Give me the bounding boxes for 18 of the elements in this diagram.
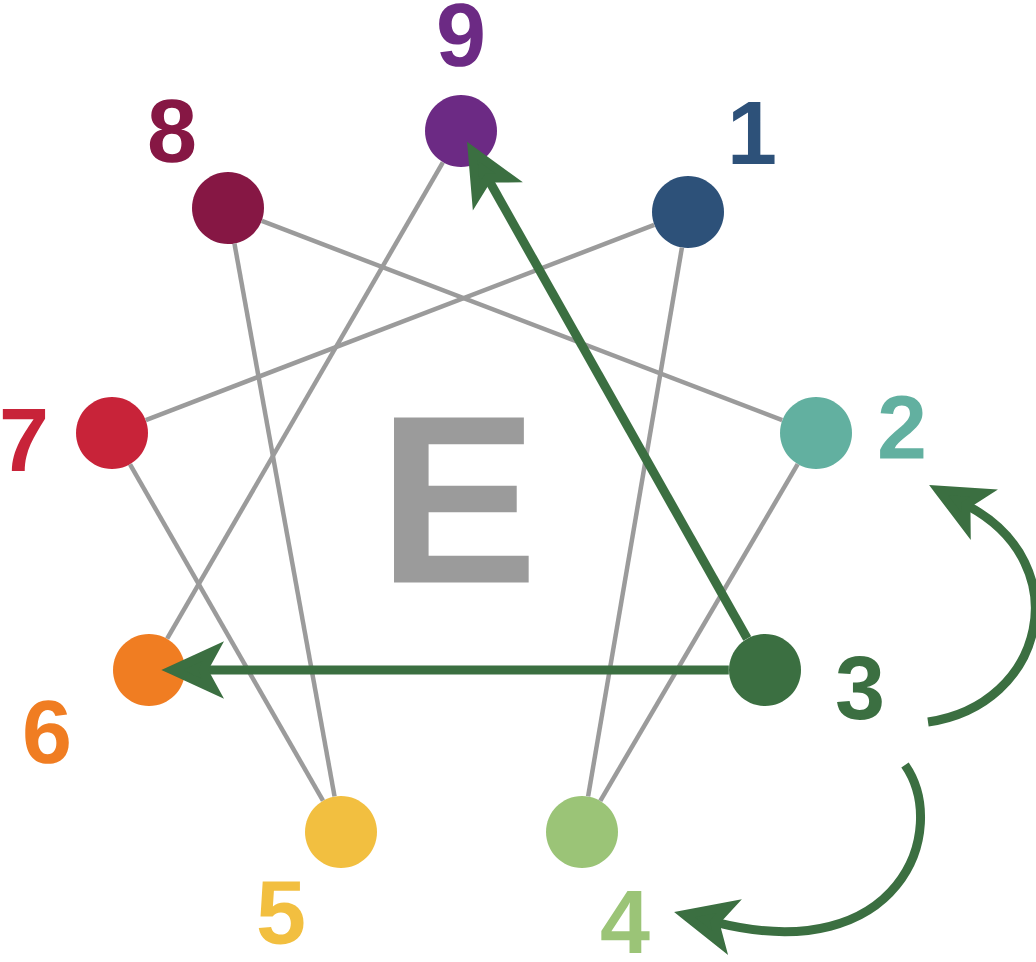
number-label: 6 [25, 700, 69, 764]
connector-line [261, 218, 783, 423]
connector-line [232, 243, 337, 797]
connector-line [165, 161, 445, 640]
connector-line [128, 463, 325, 802]
number-label: 7 [2, 409, 46, 471]
letter-label: E [394, 417, 529, 583]
curved-arrow [926, 485, 1036, 727]
connector-line [145, 222, 655, 423]
number-label: 9 [439, 3, 483, 67]
number-label: 4 [601, 891, 650, 953]
number-label: 2 [880, 395, 924, 459]
number-label: 1 [732, 102, 775, 164]
connector-line [598, 463, 800, 802]
number-label: 5 [258, 881, 304, 945]
connector-line [585, 247, 685, 797]
number-label: 8 [149, 99, 195, 163]
number-label: 3 [837, 656, 882, 720]
